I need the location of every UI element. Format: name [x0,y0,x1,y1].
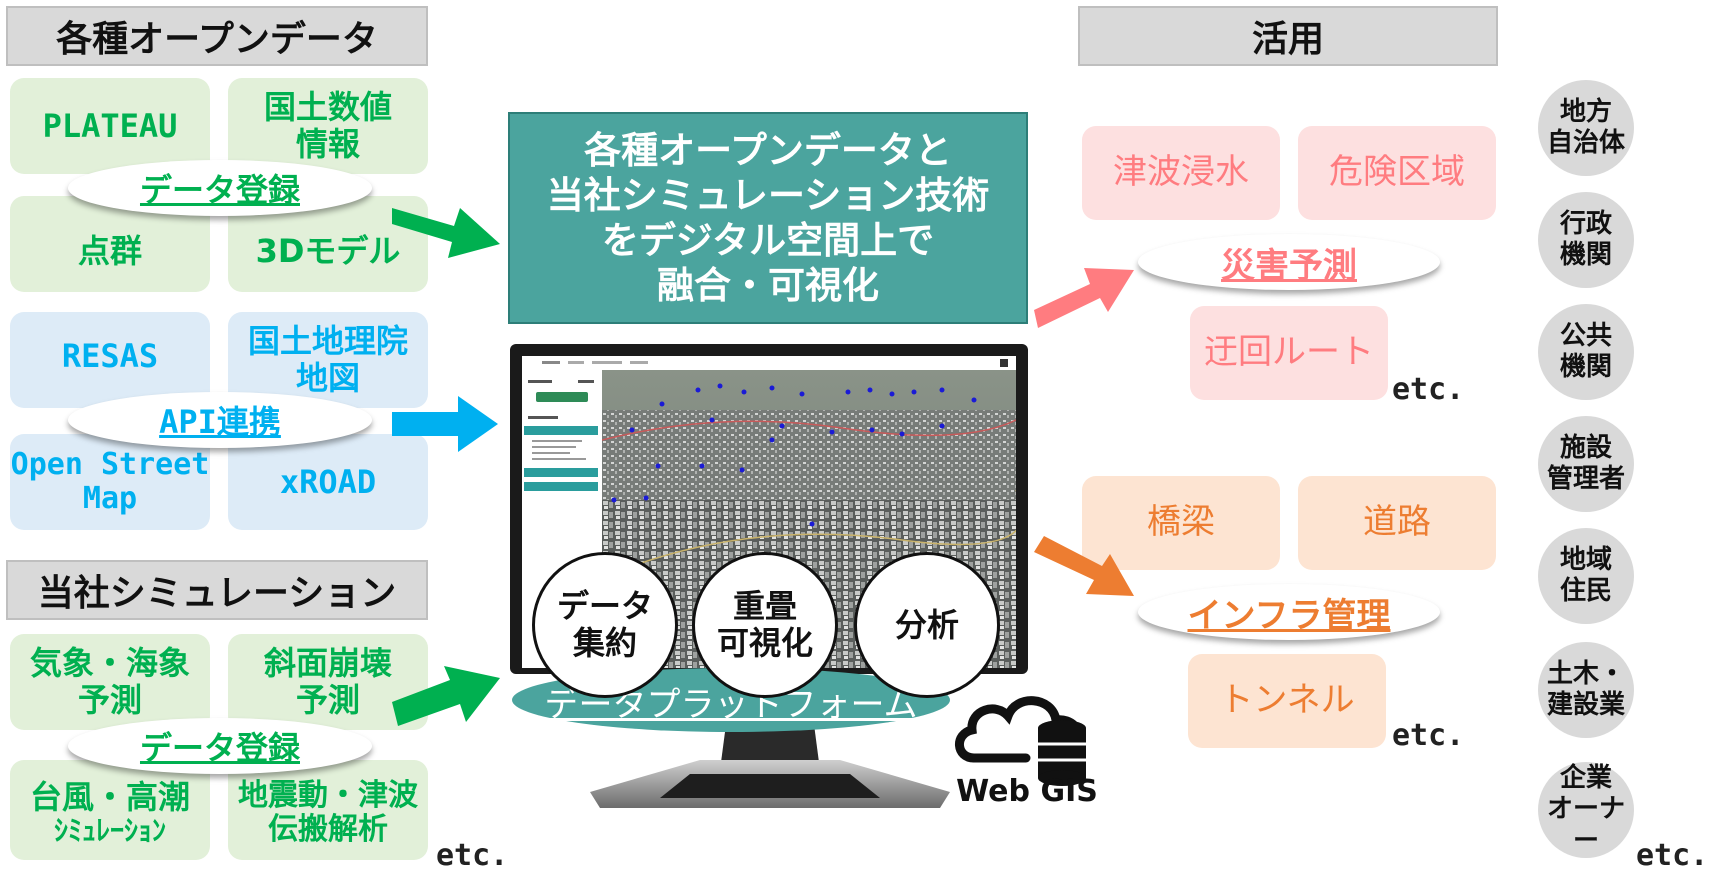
use-header: 活用 [1078,6,1498,66]
tile-kokudo-suchi: 国土数値 情報 [228,78,428,174]
etc-left: etc. [436,838,509,873]
simulation-header: 当社シミュレーション [6,560,428,620]
arrow-green-top [392,208,500,258]
etc-users: etc. [1636,838,1709,873]
user-local-government: 地方 自治体 [1538,80,1634,176]
etc-disaster: etc. [1392,372,1465,407]
tile-plateau: PLATEAU [10,78,210,174]
tile-resas: RESAS [10,312,210,408]
tile-xroad: xROAD [228,434,428,530]
tile-osm: Open Street Map [10,434,210,530]
user-civil-construction: 土木・ 建設業 [1538,642,1634,738]
user-local-residents: 地域 住民 [1538,528,1634,624]
tile-bridge: 橋梁 [1082,476,1280,570]
open-data-header: 各種オープンデータ [6,6,428,66]
arrow-blue [392,396,498,452]
user-public-agency: 公共 機関 [1538,304,1634,400]
disaster-prediction-oval: 災害予測 [1138,234,1440,290]
typhoon-label: 台風・高潮 [29,777,190,816]
feature-circle-aggregation: データ 集約 [532,552,678,698]
user-administrative-agency: 行政 機関 [1538,192,1634,288]
arrow-pink [1034,268,1134,328]
headline-box: 各種オープンデータと 当社シミュレーション技術 をデジタル空間上で 融合・可視化 [508,112,1028,324]
tile-gsi-map: 国土地理院 地図 [228,312,428,408]
feature-circle-analysis: 分析 [854,552,1000,698]
arrow-orange [1034,536,1134,596]
tile-typhoon: 台風・高潮 ｼﾐｭﾚｰｼｮﾝ [10,760,210,860]
tile-slope-failure: 斜面崩壊 予測 [228,634,428,730]
etc-infra: etc. [1392,718,1465,753]
infra-management-oval: インフラ管理 [1138,584,1440,640]
arrow-green-bottom [392,666,500,726]
user-business-owner: 企業 オーナー [1538,762,1634,858]
tile-tunnel: トンネル [1188,654,1386,748]
user-facility-manager: 施設 管理者 [1538,416,1634,512]
tile-tsunami-inundation: 津波浸水 [1082,126,1280,220]
headline-text: 各種オープンデータと 当社シミュレーション技術 をデジタル空間上で 融合・可視化 [546,128,990,308]
typhoon-sub-label: ｼﾐｭﾚｰｼｮﾝ [53,814,166,848]
tile-weather-forecast: 気象・海象 予測 [10,634,210,730]
tile-detour-route: 迂回ルート [1190,306,1388,400]
feature-circle-overlay: 重畳 可視化 [692,552,838,698]
data-register-oval-1: データ登録 [68,160,372,216]
webgis-label: Web GIS [956,774,1098,809]
tile-road: 道路 [1298,476,1496,570]
api-link-oval: API連携 [68,392,372,448]
user-icon [1000,359,1008,367]
tile-danger-zone: 危険区域 [1298,126,1496,220]
cloud-database-icon [955,696,1086,786]
tile-earthquake-tsunami: 地震動・津波 伝搬解析 [228,760,428,860]
gis-app-topbar [522,356,1016,371]
data-register-oval-2: データ登録 [68,718,372,774]
